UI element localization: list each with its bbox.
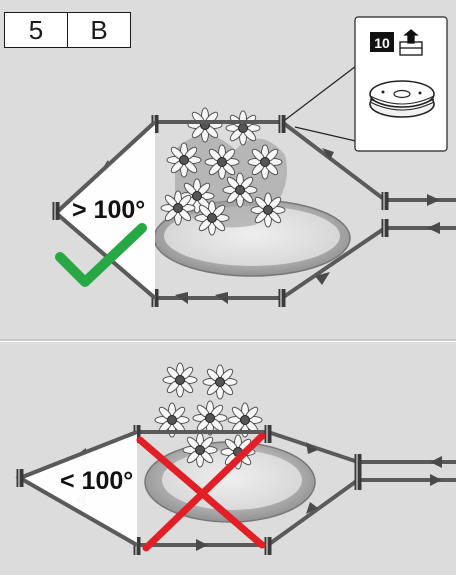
angle-wedge-top bbox=[56, 122, 155, 298]
angle-wedge-bottom bbox=[20, 432, 137, 545]
qty-label: 10 bbox=[374, 35, 390, 51]
qty-badge bbox=[370, 32, 394, 52]
step-number: 5 bbox=[4, 12, 68, 48]
wire-spool-icon bbox=[369, 80, 435, 118]
angle-label-correct: > 100° bbox=[72, 196, 146, 224]
unbox-icon bbox=[399, 29, 423, 56]
checkmark-icon bbox=[55, 223, 147, 287]
flower-bed-bottom bbox=[144, 362, 316, 523]
step-variant: B bbox=[67, 12, 131, 48]
callout-wire-spool bbox=[284, 16, 448, 152]
flower-bed-top bbox=[153, 107, 351, 277]
cross-icon bbox=[136, 432, 266, 552]
angle-label-incorrect: < 100° bbox=[60, 467, 134, 495]
